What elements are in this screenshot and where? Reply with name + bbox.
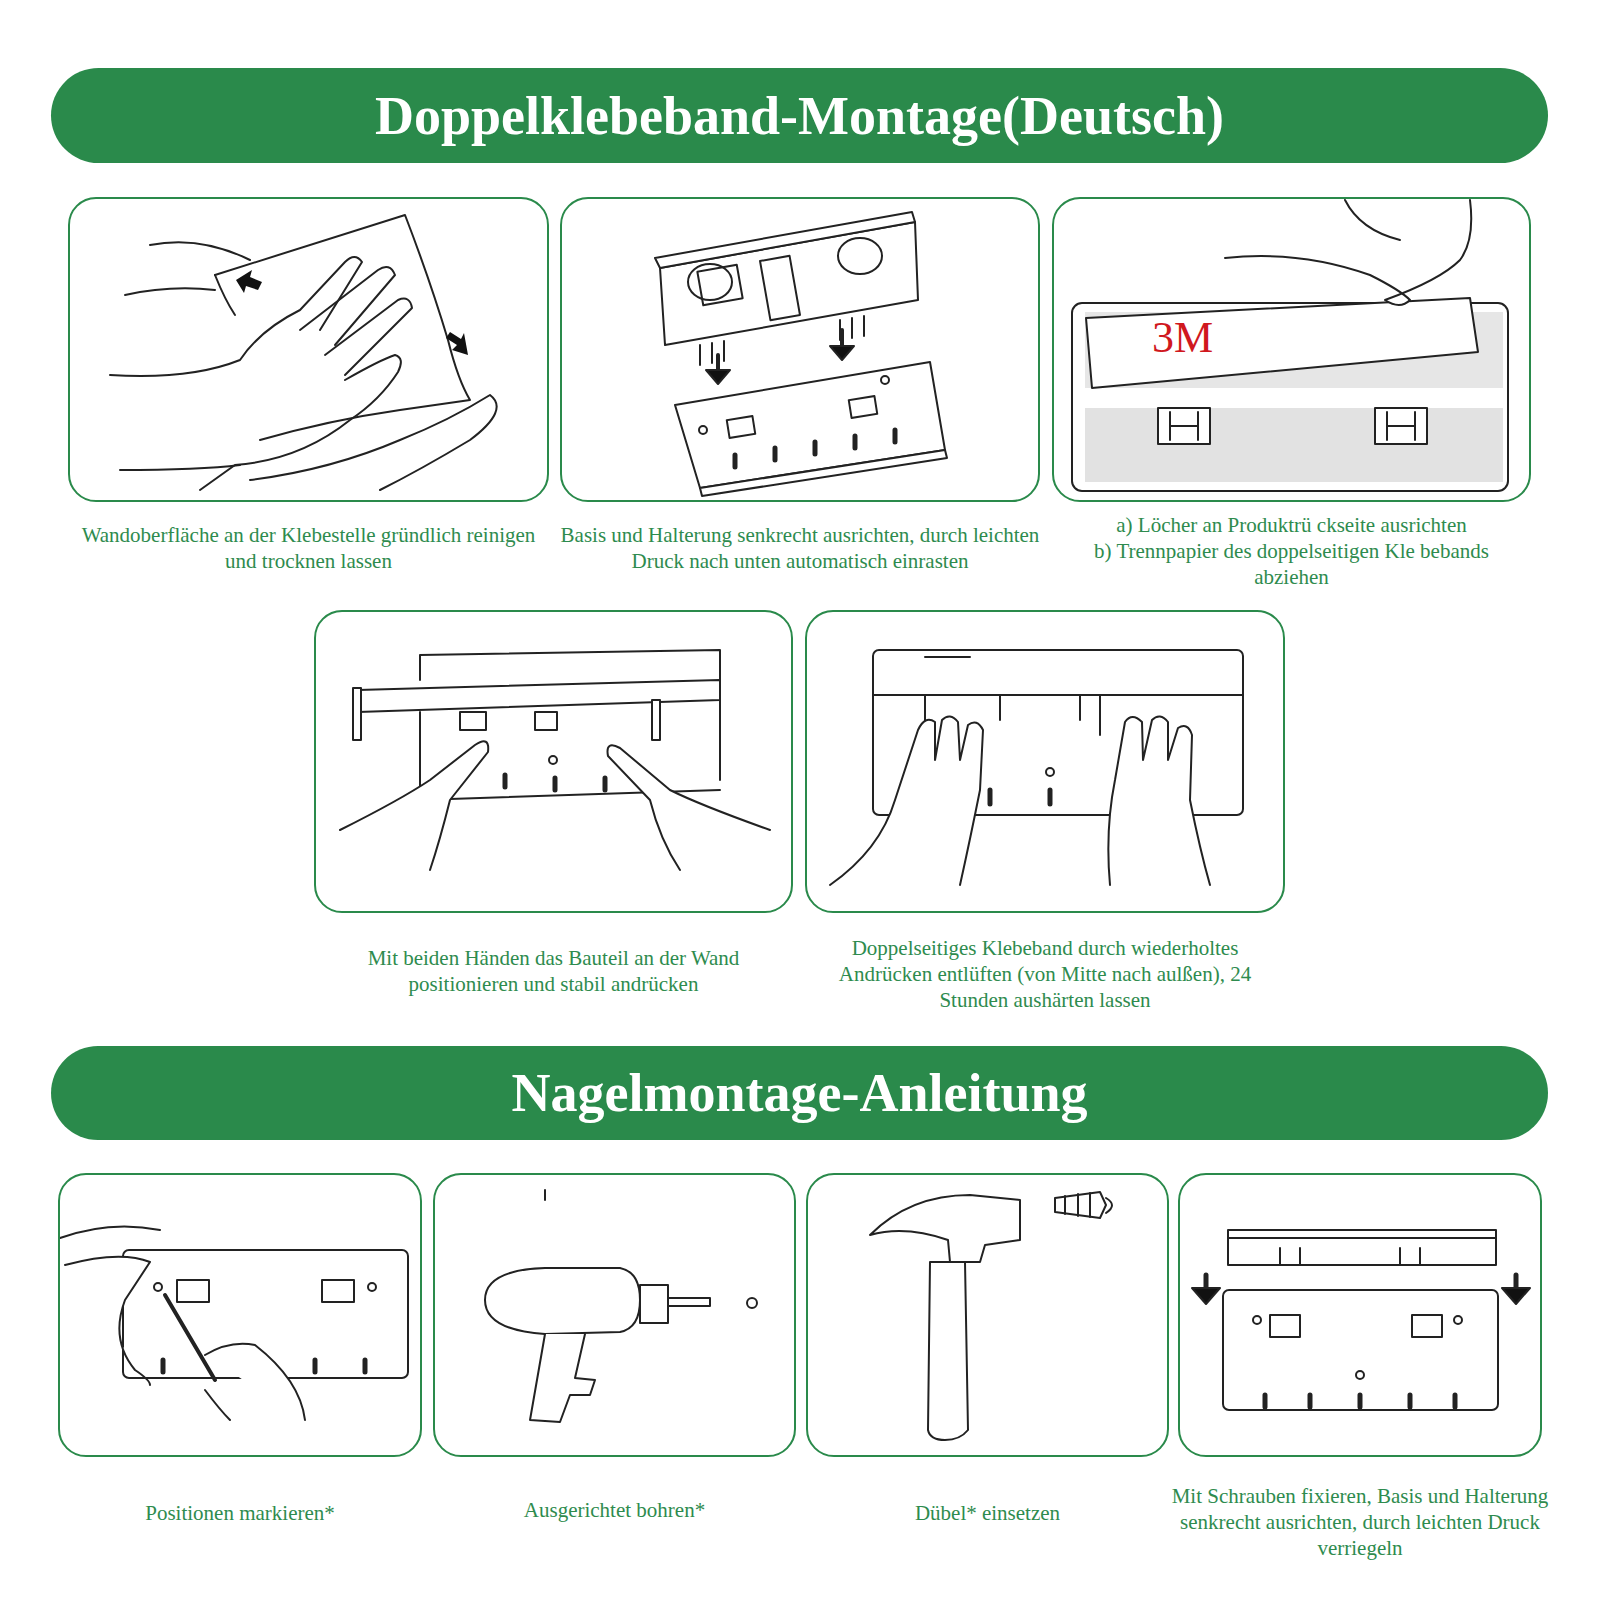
step-caption: Doppelseitiges Klebeband durch wiederhol… xyxy=(805,935,1285,1013)
positioning-illustration xyxy=(340,650,770,870)
step-caption-box: a) Löcher an Produktrü ckseite ausrichte… xyxy=(1072,512,1512,590)
step-panel xyxy=(1178,1173,1542,1457)
section-title: Doppelklebeband-Montage(Deutsch) xyxy=(375,85,1224,147)
step-caption-box: Positionen markieren* xyxy=(50,1500,430,1526)
step-panel xyxy=(58,1173,422,1457)
marking-illustration xyxy=(60,1226,408,1420)
wipe-illustration xyxy=(110,215,497,490)
step-caption: Mit Schrauben fixieren, Basis und Halter… xyxy=(1150,1483,1570,1561)
step-caption: Mit beiden Händen das Bauteil an der Wan… xyxy=(314,945,794,997)
step-panel xyxy=(68,197,549,502)
lock-illustration xyxy=(1192,1230,1530,1410)
step-caption-box: Mit beiden Händen das Bauteil an der Wan… xyxy=(314,945,794,997)
step-caption: b) Trennpapier des doppelseitigen Kle be… xyxy=(1072,538,1512,590)
step-caption: Positionen markieren* xyxy=(50,1500,430,1526)
step-panel xyxy=(806,1173,1169,1457)
step-caption-box: Mit Schrauben fixieren, Basis und Halter… xyxy=(1150,1483,1570,1561)
drill-illustration xyxy=(485,1190,757,1422)
step-caption-box: Basis und Halterung senkrecht ausrichten… xyxy=(555,522,1045,574)
step-caption: Dübel* einsetzen xyxy=(798,1500,1178,1526)
section-title: Nagelmontage-Anleitung xyxy=(512,1062,1088,1124)
step-caption-box: Dübel* einsetzen xyxy=(798,1500,1178,1526)
tape-illustration xyxy=(1072,200,1508,491)
step-caption-box: Wandoberfläche an der Klebestelle gründl… xyxy=(64,522,554,574)
step-panel xyxy=(1052,197,1531,502)
step-caption: Wandoberfläche an der Klebestelle gründl… xyxy=(64,522,554,574)
step-panel xyxy=(805,610,1285,913)
step-caption-box: Ausgerichtet bohren* xyxy=(425,1497,805,1523)
hammer-illustration xyxy=(870,1192,1112,1440)
step-panel xyxy=(314,610,793,913)
step-caption: Ausgerichtet bohren* xyxy=(425,1497,805,1523)
section-band: Doppelklebeband-Montage(Deutsch) xyxy=(51,68,1548,163)
pressing-illustration xyxy=(830,650,1243,885)
step-panel xyxy=(560,197,1040,502)
step-caption: Basis und Halterung senkrecht ausrichten… xyxy=(555,522,1045,574)
step-caption-box: Doppelseitiges Klebeband durch wiederhol… xyxy=(805,935,1285,1013)
bracket-base-illustration xyxy=(655,212,947,496)
section-band: Nagelmontage-Anleitung xyxy=(51,1046,1548,1140)
step-caption: a) Löcher an Produktrü ckseite ausrichte… xyxy=(1072,512,1512,538)
brand-label: 3M xyxy=(1152,312,1213,363)
step-panel xyxy=(433,1173,796,1457)
